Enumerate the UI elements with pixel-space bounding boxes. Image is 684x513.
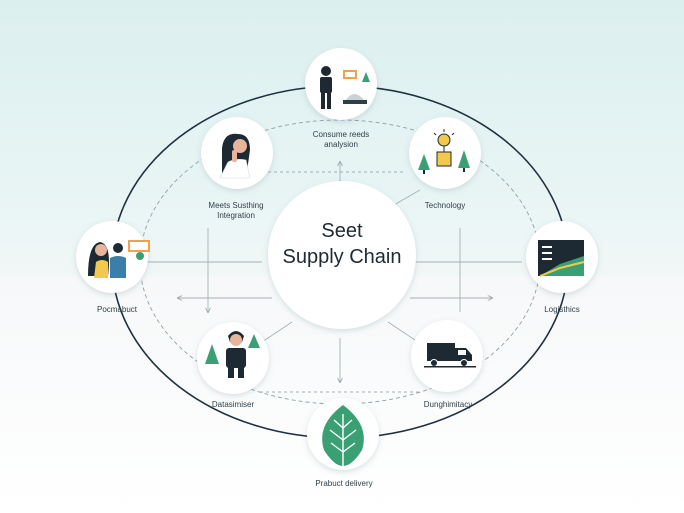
- node-technology[interactable]: [409, 117, 481, 189]
- label-logistics: Logisthics: [544, 305, 580, 314]
- node-consumer-needs[interactable]: [305, 48, 377, 120]
- node-distribution[interactable]: [411, 320, 483, 392]
- person-with-chart-icon: [320, 66, 370, 109]
- delivery-truck-icon: [424, 343, 476, 368]
- label-consumer-needs: Consume reeds analysion: [312, 130, 370, 149]
- node-procurement[interactable]: [76, 221, 150, 293]
- center-title: Seet Supply Chain: [258, 218, 426, 270]
- dashboard-screen-icon: [538, 240, 585, 277]
- person-trees-icon: [205, 331, 260, 378]
- node-logistics[interactable]: [526, 221, 598, 293]
- center-title-line2: Supply Chain: [282, 246, 402, 268]
- people-presentation-icon: [88, 240, 150, 278]
- label-procurement: Pocmabuct: [96, 305, 138, 314]
- node-meets-sustaining[interactable]: [201, 117, 273, 189]
- node-data-sharing[interactable]: [197, 322, 269, 394]
- label-technology: Technology: [424, 201, 466, 210]
- center-circle: [268, 181, 416, 329]
- node-product-delivery[interactable]: [307, 398, 379, 470]
- lightbulb-trees-icon: [418, 129, 470, 174]
- center-title-line1: Seet: [321, 220, 363, 242]
- leaf-icon: [322, 405, 364, 466]
- label-meets-sustaining: Meets Susthing Integration: [208, 201, 264, 220]
- woman-thinking-icon: [219, 133, 251, 179]
- label-product-delivery: Prabuct delivery: [315, 479, 373, 488]
- label-data-sharing: Datasimiser: [211, 400, 255, 409]
- label-distribution: Dunghimitacy: [423, 400, 473, 409]
- connector-lines: [145, 162, 522, 393]
